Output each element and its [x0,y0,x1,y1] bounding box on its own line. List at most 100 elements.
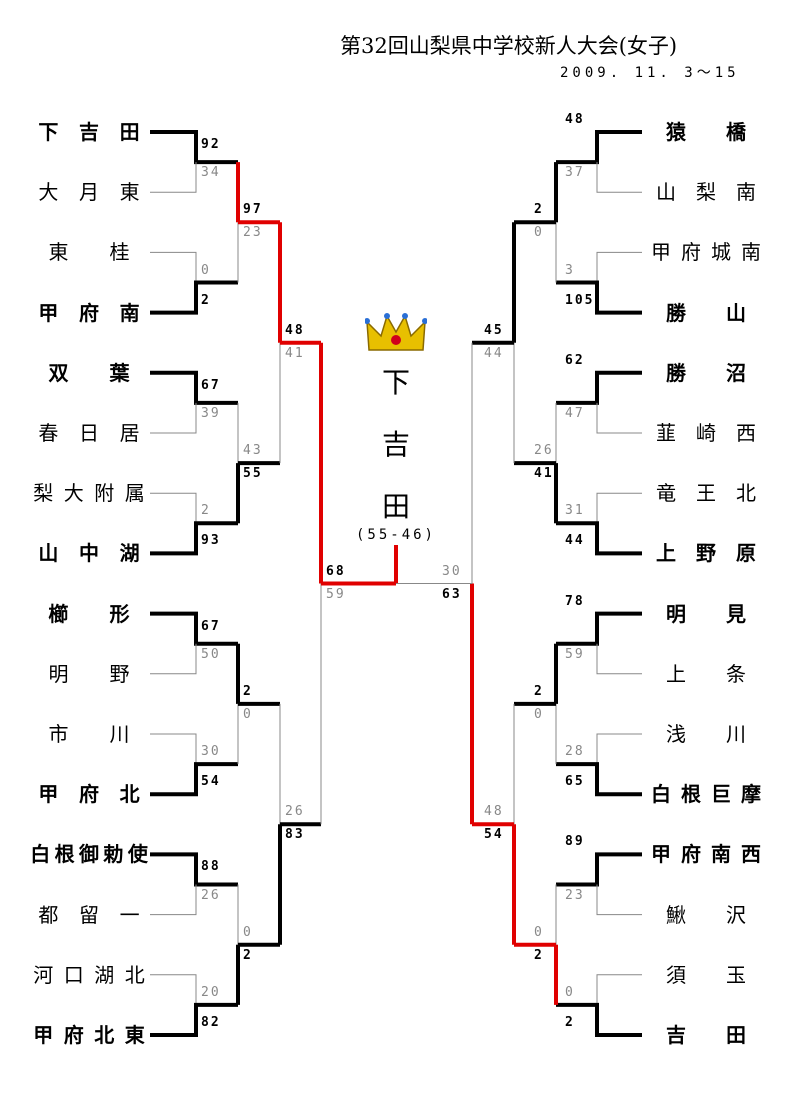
winning-score: 54 [201,774,221,790]
losing-score: 30 [442,563,462,579]
right-team: 竜王北 [646,480,766,506]
bracket-line [556,852,642,887]
right-team: 上野原 [646,540,766,566]
team-name-char: 湖 [119,541,140,566]
bracket-line [150,611,238,646]
right-team: 須玉 [646,962,766,988]
left-team: 白根御勅使 [28,841,150,867]
bracket-line [596,162,642,193]
team-name-char: 沢 [726,902,746,927]
losing-score: 44 [484,345,504,361]
right-team: 上条 [646,661,766,687]
team-name-char: 属 [124,481,145,506]
team-name-char: 須 [666,962,686,987]
winning-score: 65 [565,774,585,790]
bracket-line [556,521,642,556]
team-name-char: 櫛 [48,601,69,626]
losing-score: 50 [201,646,221,662]
winning-score: 92 [201,137,221,152]
winning-score: 2 [534,683,544,699]
team-name-char: 甲 [33,1023,54,1047]
final-score: (55-46) [355,527,436,543]
bracket-line [150,884,197,916]
team-name-char: 上 [656,541,676,566]
team-name-char: 府 [681,240,701,265]
team-name-char: 大 [63,481,84,506]
bracket-line [150,852,238,887]
bracket-line [556,130,642,165]
team-name-char: 形 [109,601,130,626]
team-name-char: 山 [38,541,59,566]
champion-char: 田 [381,490,410,523]
bracket-line [596,251,642,283]
winning-score: 44 [565,533,585,549]
bracket-line [150,762,238,797]
team-name-char: 白 [651,782,671,807]
bracket-line [150,492,197,524]
winning-score: 45 [484,322,504,338]
team-name-char: 田 [726,1023,746,1047]
right-team: 鰍沢 [646,902,766,928]
team-name-char: 府 [63,1023,84,1047]
winning-score: 41 [534,466,554,482]
team-name-char: 北 [736,481,756,506]
winning-score: 62 [565,352,585,368]
bracket-line [150,974,197,1005]
left-team: 明野 [28,661,150,687]
losing-score: 20 [201,984,221,1000]
team-name-char: 留 [79,902,99,927]
bracket-line [556,762,642,797]
left-team: 甲府北東 [28,1022,150,1048]
winning-score: 67 [201,377,221,393]
team-name-char: 根 [54,842,75,867]
bracket-line [150,251,197,283]
losing-score: 2 [201,503,211,519]
winning-score: 89 [565,834,585,850]
winning-score: 2 [565,1015,575,1030]
team-name-char: 吉 [79,120,99,144]
bracket-line [596,402,642,434]
losing-score: 0 [243,706,253,722]
losing-score: 26 [201,887,221,903]
right-team: 勝沼 [646,360,766,386]
bracket-line [556,280,642,315]
right-team: 甲府南西 [646,841,766,867]
bracket-line [596,492,642,524]
winning-score: 2 [534,202,544,218]
winning-score: 105 [565,292,595,308]
bracket-line [556,1002,642,1037]
bracket-line [150,130,238,165]
team-name-char: 鰍 [666,902,686,927]
team-name-char: 条 [726,661,746,686]
losing-score: 34 [201,165,221,181]
losing-score: 47 [565,405,585,421]
losing-score: 23 [565,887,585,903]
team-name-char: 南 [711,842,731,867]
winning-score: 55 [243,466,263,482]
losing-score: 39 [201,405,221,421]
team-name-char: 甲 [651,842,671,867]
team-name-char: 使 [127,842,148,867]
bracket-line [596,643,642,675]
team-name-char: 明 [48,661,69,686]
team-name-char: 南 [736,180,756,205]
team-name-char: 玉 [726,962,746,987]
team-name-char: 吉 [666,1023,686,1047]
team-name-char: 勅 [103,842,124,867]
team-name-char: 沼 [726,360,746,385]
losing-score: 48 [484,804,504,820]
team-name-char: 北 [119,782,140,807]
team-name-char: 勝 [666,300,686,325]
losing-score: 0 [243,924,253,940]
winning-score: 88 [201,859,221,875]
winning-score: 54 [484,827,504,843]
team-name-char: 居 [119,421,140,445]
winning-score: 2 [534,947,544,963]
team-name-char: 根 [681,782,701,807]
team-name-char: 中 [79,541,99,566]
losing-score: 0 [534,924,544,940]
champion-name: 下 吉 田 [372,352,420,538]
team-name-char: 東 [119,180,140,205]
team-name-char: 上 [666,661,686,686]
